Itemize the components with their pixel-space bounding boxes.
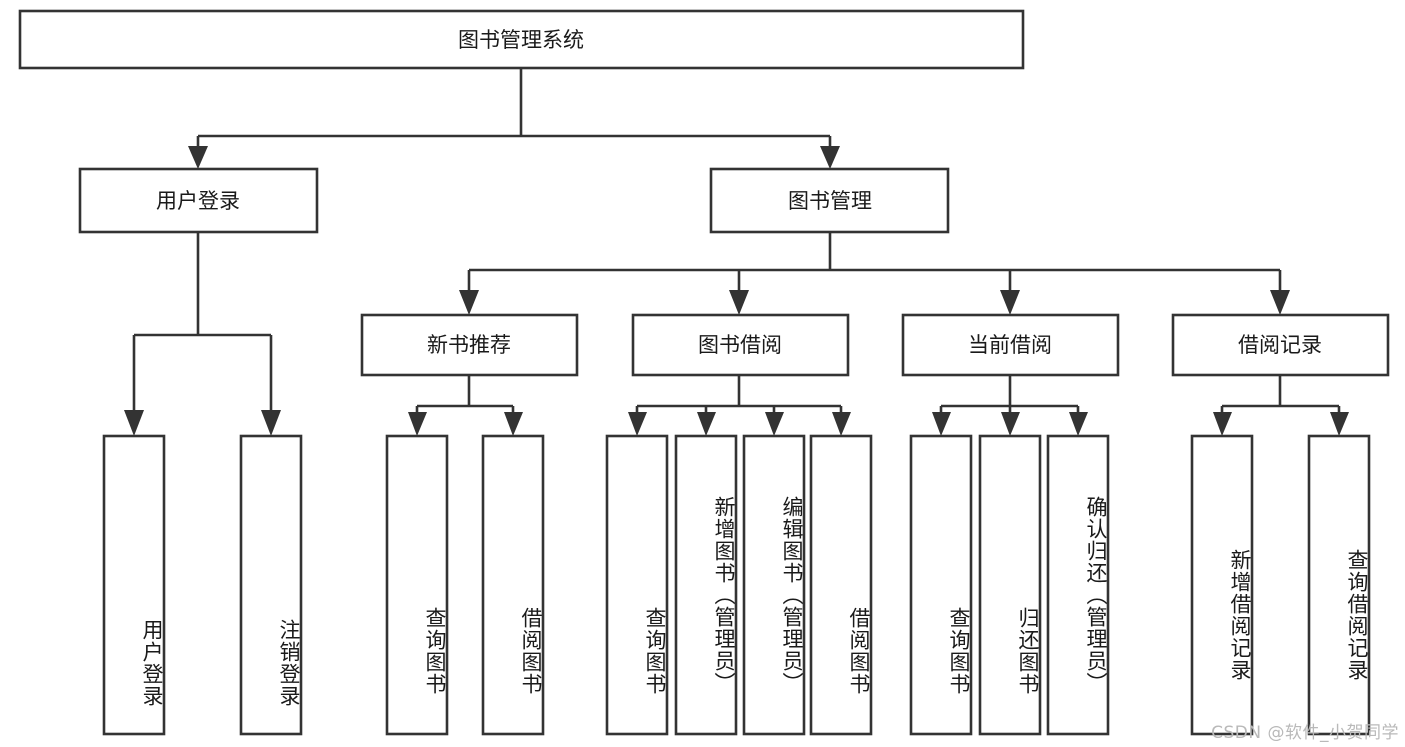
node-root[interactable]: 图书管理系统: [18, 9, 1025, 70]
node-root-box[interactable]: [18, 9, 1025, 70]
arrow-head-icon: [932, 412, 951, 436]
node-book-borrow-label: 图书借阅: [698, 333, 782, 357]
leaf-box-user-login-1[interactable]: [239, 434, 303, 736]
arrow-head-icon: [1213, 412, 1232, 436]
connector-newbook-to-leaves: [408, 375, 523, 436]
arrow-head-icon: [765, 412, 784, 436]
node-current-borrow-box[interactable]: [901, 313, 1120, 377]
arrow-head-icon: [1270, 290, 1290, 315]
node-current-borrow-label: 当前借阅: [968, 333, 1052, 357]
arrow-head-icon: [124, 410, 144, 436]
leaf-box-new-book-0[interactable]: [385, 434, 449, 736]
leaf-box-user-login-0[interactable]: [102, 434, 166, 736]
node-new-book-recommend-label: 新书推荐: [427, 333, 511, 357]
connector-borrowrecord-to-leaves: [1213, 375, 1349, 436]
node-user-login-box[interactable]: [78, 167, 319, 234]
arrow-head-icon: [1069, 412, 1088, 436]
connector-userlogin-to-leaves: [124, 232, 281, 436]
node-book-management-box[interactable]: [709, 167, 950, 234]
leaf-box-book-borrow-3[interactable]: [809, 434, 873, 736]
arrow-head-icon: [459, 290, 479, 315]
node-book-management-label: 图书管理: [788, 189, 872, 213]
leaf-box-current-borrow-1[interactable]: [978, 434, 1042, 736]
arrow-head-icon: [628, 412, 647, 436]
arrow-head-icon: [188, 146, 208, 169]
arrow-head-icon: [261, 410, 281, 436]
node-user-login-label: 用户登录: [156, 189, 240, 213]
leaf-box-current-borrow-0[interactable]: [909, 434, 973, 736]
arrow-head-icon: [504, 412, 523, 436]
node-user-login[interactable]: 用户登录: [78, 167, 319, 234]
leaf-box-book-borrow-2[interactable]: [742, 434, 806, 736]
arrow-head-icon: [820, 146, 840, 169]
connector-bookborrow-to-leaves: [628, 375, 851, 436]
connector-root-to-level1: [188, 68, 840, 169]
node-borrow-record[interactable]: 借阅记录: [1171, 313, 1390, 377]
arrow-head-icon: [1001, 412, 1020, 436]
arrow-head-icon: [1330, 412, 1349, 436]
node-book-borrow-box[interactable]: [631, 313, 850, 377]
leaf-box-borrow-record-1[interactable]: [1307, 434, 1371, 736]
node-root-label: 图书管理系统: [458, 28, 584, 52]
node-book-management[interactable]: 图书管理: [709, 167, 950, 234]
leaf-box-new-book-1[interactable]: [481, 434, 545, 736]
connector-bookmgmt-to-level2: [459, 232, 1290, 315]
node-book-borrow[interactable]: 图书借阅: [631, 313, 850, 377]
node-new-book-recommend-box[interactable]: [360, 313, 579, 377]
node-new-book-recommend[interactable]: 新书推荐: [360, 313, 579, 377]
connector-currentborrow-to-leaves: [932, 375, 1088, 436]
node-borrow-record-box[interactable]: [1171, 313, 1390, 377]
arrow-head-icon: [832, 412, 851, 436]
node-borrow-record-label: 借阅记录: [1238, 333, 1322, 357]
node-current-borrow[interactable]: 当前借阅: [901, 313, 1120, 377]
arrow-head-icon: [408, 412, 427, 436]
arrow-head-icon: [697, 412, 716, 436]
arrow-head-icon: [729, 290, 749, 315]
leaf-box-current-borrow-2[interactable]: [1046, 434, 1110, 736]
leaf-box-book-borrow-0[interactable]: [605, 434, 669, 736]
leaf-box-borrow-record-0[interactable]: [1190, 434, 1254, 736]
leaf-box-book-borrow-1[interactable]: [674, 434, 738, 736]
arrow-head-icon: [1000, 290, 1020, 315]
